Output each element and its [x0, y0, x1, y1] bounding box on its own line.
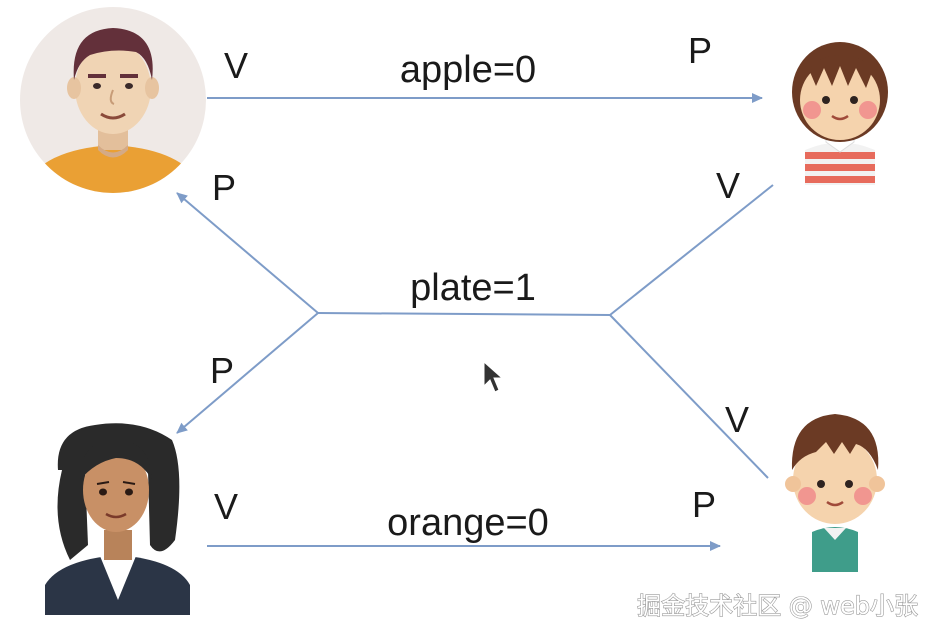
apple-label: apple=0: [400, 49, 536, 91]
plate-label: plate=1: [410, 267, 536, 309]
plate-to-father-arrow: [176, 192, 319, 314]
mother-avatar-icon: [45, 423, 190, 615]
son-to-plate-line: [609, 314, 769, 479]
top-right-p-label: P: [688, 30, 712, 71]
daughter-avatar-icon: [792, 42, 888, 185]
bottom-right-p-label: P: [692, 484, 716, 525]
father-avatar-icon: [20, 7, 206, 193]
orange-label: orange=0: [387, 502, 549, 544]
upper-left-p-label: P: [212, 167, 236, 208]
watermark: 掘金技术社区 @ web小张: [637, 592, 918, 620]
upper-right-v-label: V: [716, 165, 740, 206]
mouse-cursor-icon: [483, 360, 504, 393]
lower-right-v-label: V: [725, 399, 749, 440]
plate-edge-line: [317, 312, 611, 316]
son-avatar-icon: [785, 414, 885, 572]
top-left-v-label: V: [224, 45, 248, 86]
plate-to-mother-arrow: [176, 312, 319, 434]
lower-left-p-label: P: [210, 350, 234, 391]
daughter-to-plate-line: [609, 184, 774, 316]
bottom-left-v-label: V: [214, 486, 238, 527]
